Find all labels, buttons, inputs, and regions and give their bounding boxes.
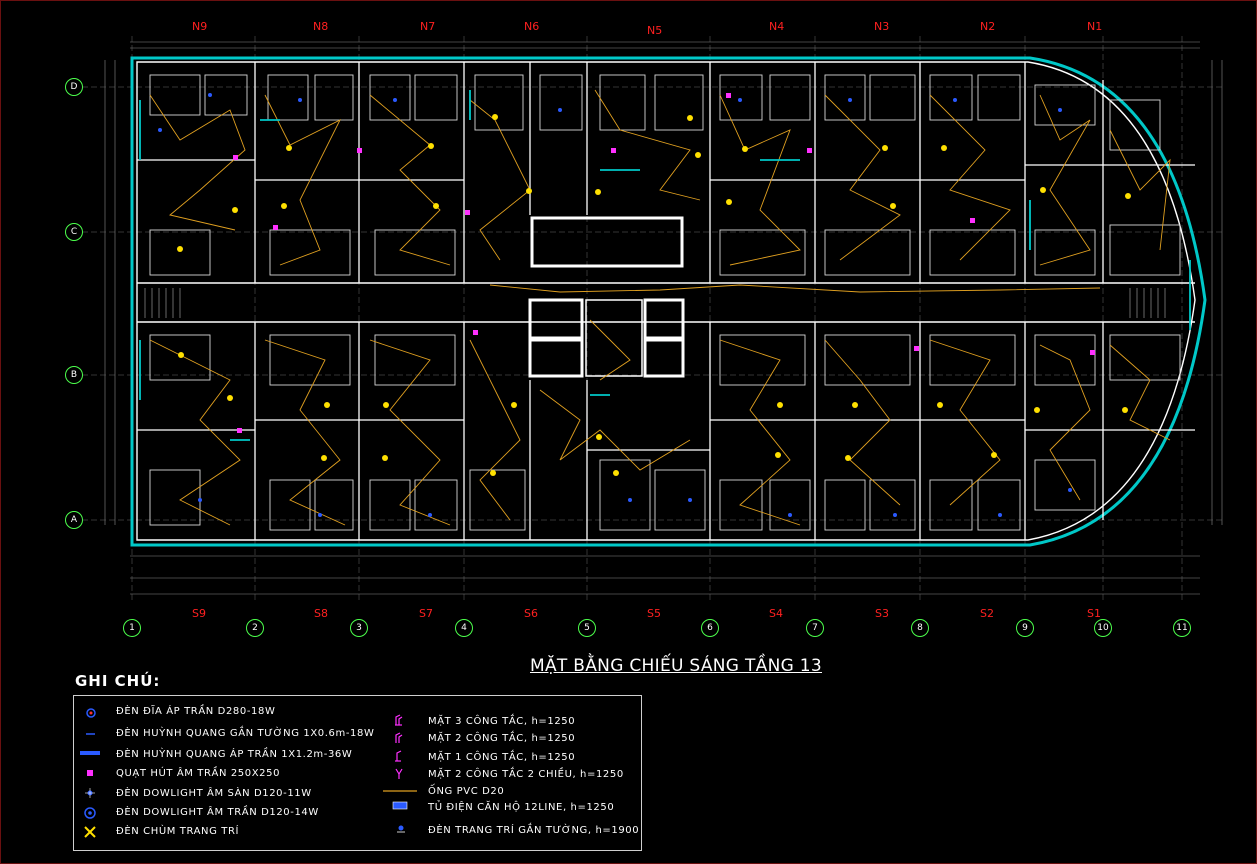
axis-label-top: N8	[313, 20, 329, 33]
elevator-core	[528, 216, 685, 378]
wall-finishes	[139, 90, 1191, 441]
exhaust-fan-icon	[87, 770, 93, 776]
axis-label-bottom: S3	[875, 607, 889, 620]
axis-label-bottom: S8	[314, 607, 328, 620]
legend-item: ỐNG PVC D20	[428, 786, 505, 797]
grid-bubble: 7	[806, 619, 824, 637]
floor-plan	[82, 36, 1225, 600]
legend-item: ĐÈN HUỲNH QUANG ÁP TRẦN 1X1.2m-36W	[116, 749, 353, 760]
legend-heading: GHI CHÚ:	[75, 672, 161, 690]
ceiling-disc-light-icon	[86, 708, 96, 718]
grid-bubble: 6	[701, 619, 719, 637]
grid-bubble: 5	[578, 619, 596, 637]
axis-label-top: N5	[647, 24, 663, 37]
stair-treads	[144, 288, 1166, 318]
legend-item: QUẠT HÚT ÂM TRẦN 250X250	[116, 768, 281, 779]
legend-item: MẶT 2 CÔNG TẮC, h=1250	[428, 733, 576, 744]
legend-item: ĐÈN CHÙM TRANG TRÍ	[116, 826, 240, 837]
legend-item: MẶT 1 CÔNG TẮC, h=1250	[428, 752, 576, 763]
wiring-runs	[149, 89, 1171, 526]
grid-bubble: 11	[1173, 619, 1191, 637]
facade-outline	[130, 56, 1207, 547]
grid-bubble: 9	[1016, 619, 1034, 637]
grid-bubble: A	[65, 511, 83, 529]
grid-bubble: D	[65, 78, 83, 96]
floor-downlight-icon	[85, 788, 95, 798]
chandelier-icon	[84, 826, 96, 838]
grid-bubble: B	[65, 366, 83, 384]
axis-label-bottom: S6	[524, 607, 538, 620]
legend-item: ĐÈN TRANG TRÍ GẮN TƯỜNG, h=1900	[428, 825, 640, 836]
legend-item: ĐÈN DOWLIGHT ÂM SÀN D120-11W	[116, 788, 312, 799]
grid-bubble: C	[65, 223, 83, 241]
axis-label-top: N3	[874, 20, 890, 33]
chandeliers	[177, 114, 1131, 476]
legend-item: MẶT 3 CÔNG TẮC, h=1250	[428, 716, 576, 727]
grid-bubble: 10	[1094, 619, 1112, 637]
legend-box: ĐÈN ĐĨA ÁP TRẦN D280-18W ĐÈN HUỲNH QUANG…	[73, 695, 642, 851]
axis-label-top: N9	[192, 20, 208, 33]
axis-label-bottom: S7	[419, 607, 433, 620]
axis-label-top: N6	[524, 20, 540, 33]
wall-fluorescent-icon	[86, 733, 95, 735]
drawing-title: MẶT BẰNG CHIẾU SÁNG TẦNG 13	[530, 656, 822, 676]
dimension-lines	[104, 41, 1223, 595]
single-switch-icon	[395, 750, 402, 762]
axis-label-top: N7	[420, 20, 436, 33]
axis-label-top: N4	[769, 20, 785, 33]
legend-item: ĐÈN ĐĨA ÁP TRẦN D280-18W	[116, 706, 276, 717]
axis-label-top: N2	[980, 20, 996, 33]
apartment-panel-icon	[392, 801, 408, 810]
wall-decor-light-icon	[397, 825, 405, 833]
unit-walls	[137, 62, 1195, 540]
legend-item: ĐÈN HUỲNH QUANG GẮN TƯỜNG 1X0.6m-18W	[116, 728, 375, 739]
outer-walls	[136, 61, 1196, 541]
double-switch-icon	[395, 732, 403, 743]
axis-label-bottom: S4	[769, 607, 783, 620]
axis-label-bottom: S9	[192, 607, 206, 620]
legend-item: MẶT 2 CÔNG TẮC 2 CHIỀU, h=1250	[428, 769, 624, 780]
legend-item: ĐÈN DOWLIGHT ÂM TRẦN D120-14W	[116, 807, 319, 818]
axis-label-bottom: S1	[1087, 607, 1101, 620]
inner-rooms	[149, 74, 1181, 531]
ceiling-fluorescent-icon	[80, 751, 100, 755]
grid-bubble: 8	[911, 619, 929, 637]
two-way-switch-icon	[395, 768, 403, 779]
grid-bubble: 2	[246, 619, 264, 637]
axis-label-top: N1	[1087, 20, 1103, 33]
ceiling-downlight-icon	[84, 807, 96, 819]
downlights	[158, 93, 1072, 517]
legend-item: TỦ ĐIỆN CĂN HỘ 12LINE, h=1250	[428, 802, 615, 813]
axis-label-bottom: S5	[647, 607, 661, 620]
triple-switch-icon	[395, 714, 403, 726]
axis-label-bottom: S2	[980, 607, 994, 620]
grid-bubble: 4	[455, 619, 473, 637]
grid-lines	[82, 36, 1225, 600]
corridor-walls	[137, 282, 1195, 323]
exhaust-fans	[233, 93, 1095, 433]
grid-bubble: 1	[123, 619, 141, 637]
grid-bubble: 3	[350, 619, 368, 637]
pvc-conduit-icon	[383, 790, 417, 792]
